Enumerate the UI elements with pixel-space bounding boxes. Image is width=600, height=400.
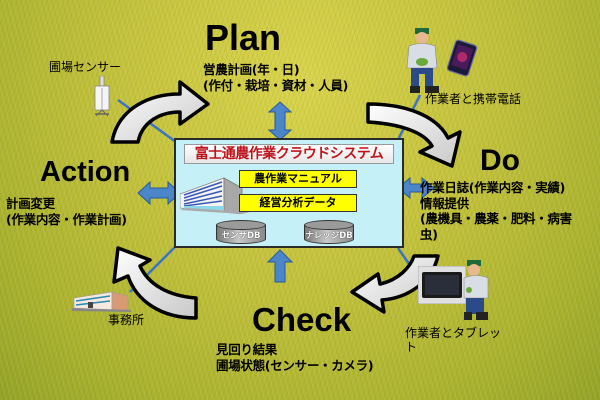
check-description: 見回り結果 圃場状態(センサー・カメラ) [216,342,374,373]
check-line: 見回り結果 [216,342,278,357]
plan-title: Plan [205,17,282,58]
knowledge-db-label: ナレッジDB [305,231,353,241]
up-arrow-check [266,249,294,283]
do-line: (農機具・農薬・肥料・病害 [420,211,572,227]
sensor-db-cylinder: センサDB [216,220,266,244]
office-label: 事務所 [108,313,145,327]
action-line: (作業内容・作業計画) [6,211,127,227]
arrow-check-to-action [112,246,198,320]
do-line: 情報提供 [420,195,469,211]
tablet-icon [418,266,466,304]
farm-worker-icon [406,28,439,93]
office-building-icon [72,291,132,312]
plan-line: (作付・栽培・資材・人員) [203,77,349,93]
leftright-arrow-do [397,176,435,200]
check-title: Check [252,301,352,338]
check-line: 圃場状態(センサー・カメラ) [216,357,374,373]
action-title: Action [40,156,131,188]
action-line: 計画変更 [6,196,55,211]
module-management-analysis: 経営分析データ [239,194,357,212]
plan-description: 営農計画(年・日) (作付・栽培・資材・人員) [203,62,348,93]
do-description: 作業日誌(作業内容・実績) 情報提供 (農機具・農薬・肥料・病害 虫) [420,180,572,243]
db-top [304,220,354,230]
worker-phone-label: 作業者と携帯電話 [425,92,522,106]
mobile-phone-icon [446,39,478,77]
cloud-system-title: 富士通農作業クラウドシステム [184,144,394,164]
datacenter-building-icon [180,177,250,214]
knowledge-db-cylinder: ナレッジDB [304,220,354,244]
arrow-action-to-plan [110,80,210,144]
field-sensor-icon [94,76,110,117]
cloud-system-box: 富士通農作業クラウドシステム 農作業マニュアル 経営分析データ センサDB ナレ… [174,138,404,248]
arrow-plan-to-do [366,102,462,168]
sensor-db-label: センサDB [221,231,261,241]
do-title: Do [480,144,520,177]
do-line: 虫) [420,226,438,242]
worker-tablet-label: 作業者とタブレット [405,326,502,355]
do-line: 作業日誌(作業内容・実績) [420,180,566,195]
farm-worker-icon [463,260,489,320]
db-top [216,220,266,230]
field-sensor-label: 圃場センサー [49,60,122,74]
action-description: 計画変更 (作業内容・作業計画) [6,196,127,227]
module-farm-manual: 農作業マニュアル [239,170,357,188]
updown-arrow-plan [267,101,293,141]
plan-line: 営農計画(年・日) [203,62,300,77]
